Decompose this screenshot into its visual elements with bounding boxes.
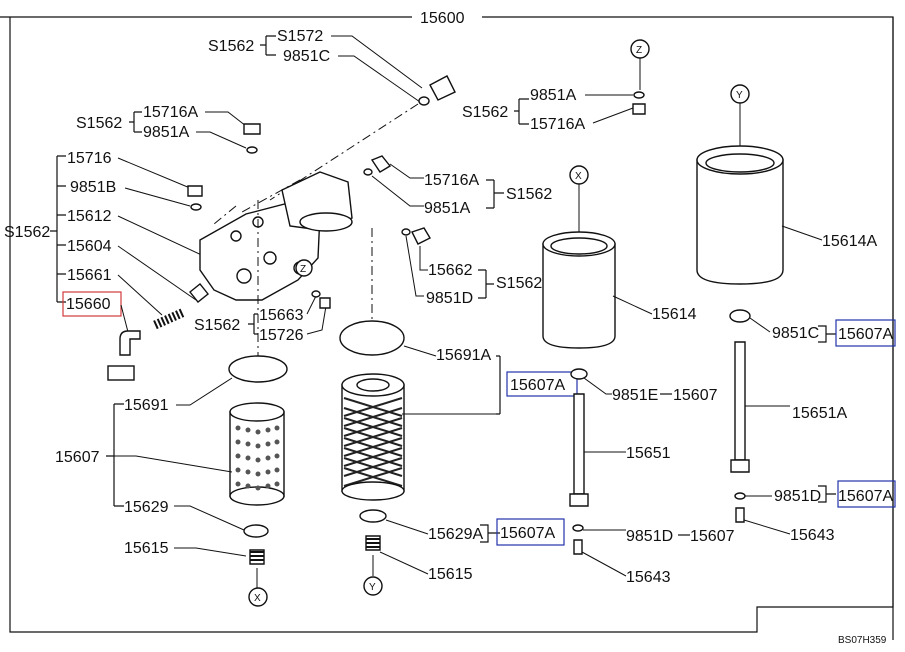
group-15716a-left: S1562 15716A 9851A [76,104,261,154]
label-15612: 15612 [67,208,112,225]
label-15643b: 15643 [790,527,835,544]
figure-code: BS07H359 [838,635,887,646]
label-15604: 15604 [67,238,112,255]
label-15651: 15651 [626,445,671,462]
label-15661: 15661 [67,267,112,284]
label-15716a-b: 15716A [424,172,479,189]
label-15662: 15662 [428,262,473,279]
label-s1562-a: S1562 [76,115,122,132]
filter-element-middle: 15691A 15629A 15607A 15615 Y [339,320,565,596]
filter-element-left: 15691 15607 15629 15615 X [55,355,288,607]
label-s1562-left: S1562 [4,224,50,241]
label-15607a-box4: 15607A [838,488,893,505]
label-15607a-box3: 15607A [838,326,893,343]
label-9851a-tr: 9851A [530,87,577,104]
label-15629a: 15629A [428,526,483,543]
diagram-title: 15600 [420,10,465,27]
label-15691a: 15691A [436,347,491,364]
housing-15614: X 15614 15607A 9851E 15607 15651 9851D 1… [506,165,735,586]
label-15607a-box2: 15607A [500,525,555,542]
marker-y-top-text: Y [736,90,743,101]
label-9851d-a: 9851D [426,290,473,307]
label-s1562-mid: S1562 [194,317,240,334]
group-s1562-topright: Z S1562 9851A 15716A [462,39,650,133]
label-15607a-box1: 15607A [510,377,565,394]
label-15615b: 15615 [428,566,473,583]
highlight-box-15607a-2 [496,518,565,546]
label-15643: 15643 [626,569,671,586]
highlight-box-15660 [62,291,122,317]
label-9851a-a: 9851A [143,124,190,141]
marker-z-mid: Z [295,259,313,277]
diagram-frame [0,16,894,640]
highlight-box-15607a-1 [506,371,578,397]
group-15663: S1562 15663 15726 [194,290,331,344]
label-15651a: 15651A [792,405,847,422]
label-9851d-r: 9851D [774,488,821,505]
label-15614: 15614 [652,306,697,323]
marker-z-top-text: Z [636,45,642,56]
label-15607-c: 15607 [690,528,735,545]
label-15629: 15629 [124,499,169,516]
highlight-box-15607a-4 [837,480,896,508]
label-15607-b: 15607 [673,387,718,404]
label-s1562-c: S1562 [496,275,542,292]
marker-x-bottom-text: X [254,593,261,604]
label-15691: 15691 [124,397,169,414]
label-9851d-b: 9851D [626,528,673,545]
label-15660: 15660 [66,296,111,313]
label-15716: 15716 [67,150,112,167]
label-15607: 15607 [55,449,100,466]
label-15615: 15615 [124,540,169,557]
label-9851b: 9851B [70,179,116,196]
group-15716a-right: 15716A 9851A S1562 [363,155,552,217]
label-s1572: S1572 [277,28,323,45]
label-9851c-top: 9851C [283,48,330,65]
label-15716a-a: 15716A [143,104,198,121]
label-15716a-tr: 15716A [530,116,585,133]
label-s1562-top: S1562 [208,38,254,55]
label-9851e: 9851E [612,387,658,404]
label-15663: 15663 [259,307,304,324]
housing-15614a: Y 15614A 9851C 15607A 15651A 9851D 15607… [696,84,896,544]
label-15726: 15726 [259,327,304,344]
marker-z-mid-text: Z [300,264,306,275]
marker-y-bottom-text: Y [369,582,376,593]
group-s1562-left: S1562 15716 9851B 15612 15604 15661 1566… [4,150,209,381]
highlight-box-15607a-3 [835,319,896,347]
label-s1562-b: S1562 [506,186,552,203]
filter-head [199,171,373,380]
group-s1572: S1562 S1572 9851C [208,28,423,103]
label-15614a: 15614A [822,233,877,250]
group-15662: 15662 9851D S1562 [401,227,542,307]
label-s1562-topright: S1562 [462,104,508,121]
label-9851c-r: 9851C [772,325,819,342]
marker-x-top-text: X [575,171,582,182]
label-9851a-b: 9851A [424,200,471,217]
